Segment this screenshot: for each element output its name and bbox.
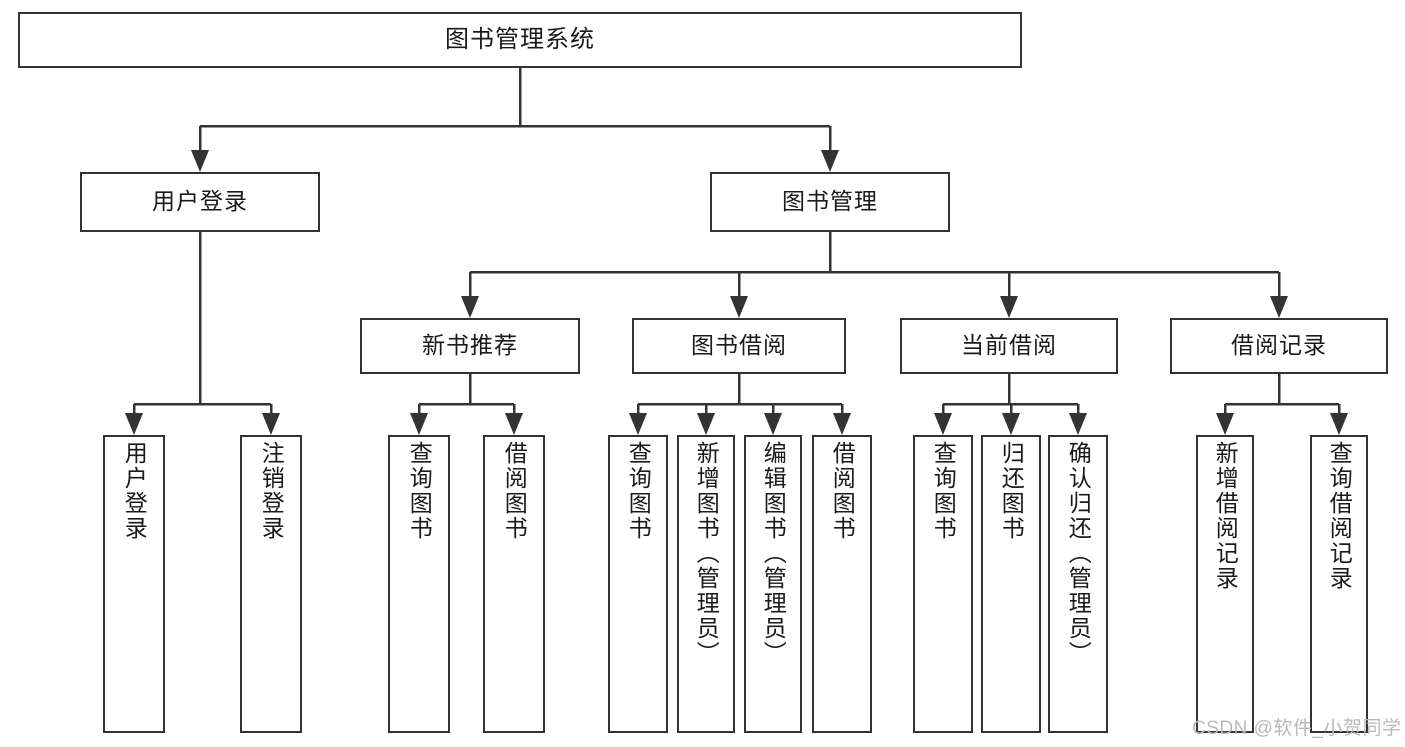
arrowhead-icon bbox=[730, 296, 748, 318]
node-leaf-add-book[interactable]: 新增图书（管理员） bbox=[677, 435, 735, 733]
node-leaf-return-book[interactable]: 归还图书 bbox=[981, 435, 1041, 733]
node-label: 用户登录 bbox=[121, 441, 148, 541]
node-leaf-add-record[interactable]: 新增借阅记录 bbox=[1196, 435, 1254, 733]
arrowhead-icon bbox=[629, 413, 647, 435]
node-leaf-borrow-book-1[interactable]: 借阅图书 bbox=[483, 435, 545, 733]
node-label: 查询图书 bbox=[930, 441, 957, 541]
node-label: 编辑图书（管理员） bbox=[760, 441, 787, 666]
arrowhead-icon bbox=[1069, 413, 1087, 435]
node-label: 图书借阅 bbox=[691, 332, 787, 359]
arrowhead-icon bbox=[262, 413, 280, 435]
arrowhead-icon bbox=[1002, 413, 1020, 435]
node-leaf-confirm-return[interactable]: 确认归还（管理员） bbox=[1048, 435, 1108, 733]
arrowhead-icon bbox=[1270, 296, 1288, 318]
node-root[interactable]: 图书管理系统 bbox=[18, 12, 1022, 68]
node-label: 用户登录 bbox=[152, 188, 248, 215]
node-label: 查询借阅记录 bbox=[1326, 441, 1353, 591]
arrowhead-icon bbox=[821, 150, 839, 172]
node-label: 借阅图书 bbox=[829, 441, 856, 541]
node-current-borrow[interactable]: 当前借阅 bbox=[900, 318, 1118, 374]
node-leaf-query-book-3[interactable]: 查询图书 bbox=[913, 435, 973, 733]
node-leaf-query-book-2[interactable]: 查询图书 bbox=[608, 435, 668, 733]
node-label: 确认归还（管理员） bbox=[1065, 441, 1092, 666]
node-label: 图书管理系统 bbox=[445, 25, 595, 53]
node-label: 新增借阅记录 bbox=[1212, 441, 1239, 591]
arrowhead-icon bbox=[461, 296, 479, 318]
node-leaf-borrow-book-2[interactable]: 借阅图书 bbox=[812, 435, 872, 733]
node-leaf-user-login[interactable]: 用户登录 bbox=[103, 435, 165, 733]
node-label: 借阅图书 bbox=[501, 441, 528, 541]
arrowhead-icon bbox=[125, 413, 143, 435]
arrowhead-icon bbox=[1330, 413, 1348, 435]
node-user-login[interactable]: 用户登录 bbox=[80, 172, 320, 232]
node-label: 图书管理 bbox=[782, 188, 878, 215]
node-new-book-rec[interactable]: 新书推荐 bbox=[360, 318, 580, 374]
arrowhead-icon bbox=[934, 413, 952, 435]
node-leaf-logout[interactable]: 注销登录 bbox=[240, 435, 302, 733]
arrowhead-icon bbox=[833, 413, 851, 435]
node-label: 查询图书 bbox=[625, 441, 652, 541]
arrowhead-icon bbox=[764, 413, 782, 435]
node-leaf-query-record[interactable]: 查询借阅记录 bbox=[1310, 435, 1368, 733]
arrowhead-icon bbox=[410, 413, 428, 435]
node-leaf-query-book-1[interactable]: 查询图书 bbox=[388, 435, 450, 733]
node-leaf-edit-book[interactable]: 编辑图书（管理员） bbox=[744, 435, 802, 733]
arrowhead-icon bbox=[1000, 296, 1018, 318]
node-label: 归还图书 bbox=[998, 441, 1025, 541]
node-book-borrow[interactable]: 图书借阅 bbox=[632, 318, 846, 374]
arrowhead-icon bbox=[505, 413, 523, 435]
node-label: 借阅记录 bbox=[1231, 332, 1327, 359]
node-label: 新书推荐 bbox=[422, 332, 518, 359]
watermark-label: CSDN @软件_小贺同学 bbox=[1192, 718, 1402, 739]
node-label: 注销登录 bbox=[258, 441, 285, 541]
node-label: 新增图书（管理员） bbox=[693, 441, 720, 666]
arrowhead-icon bbox=[697, 413, 715, 435]
node-book-manage[interactable]: 图书管理 bbox=[710, 172, 950, 232]
node-label: 查询图书 bbox=[406, 441, 433, 541]
node-borrow-record[interactable]: 借阅记录 bbox=[1170, 318, 1388, 374]
arrowhead-icon bbox=[191, 150, 209, 172]
arrowhead-icon bbox=[1216, 413, 1234, 435]
node-label: 当前借阅 bbox=[961, 332, 1057, 359]
